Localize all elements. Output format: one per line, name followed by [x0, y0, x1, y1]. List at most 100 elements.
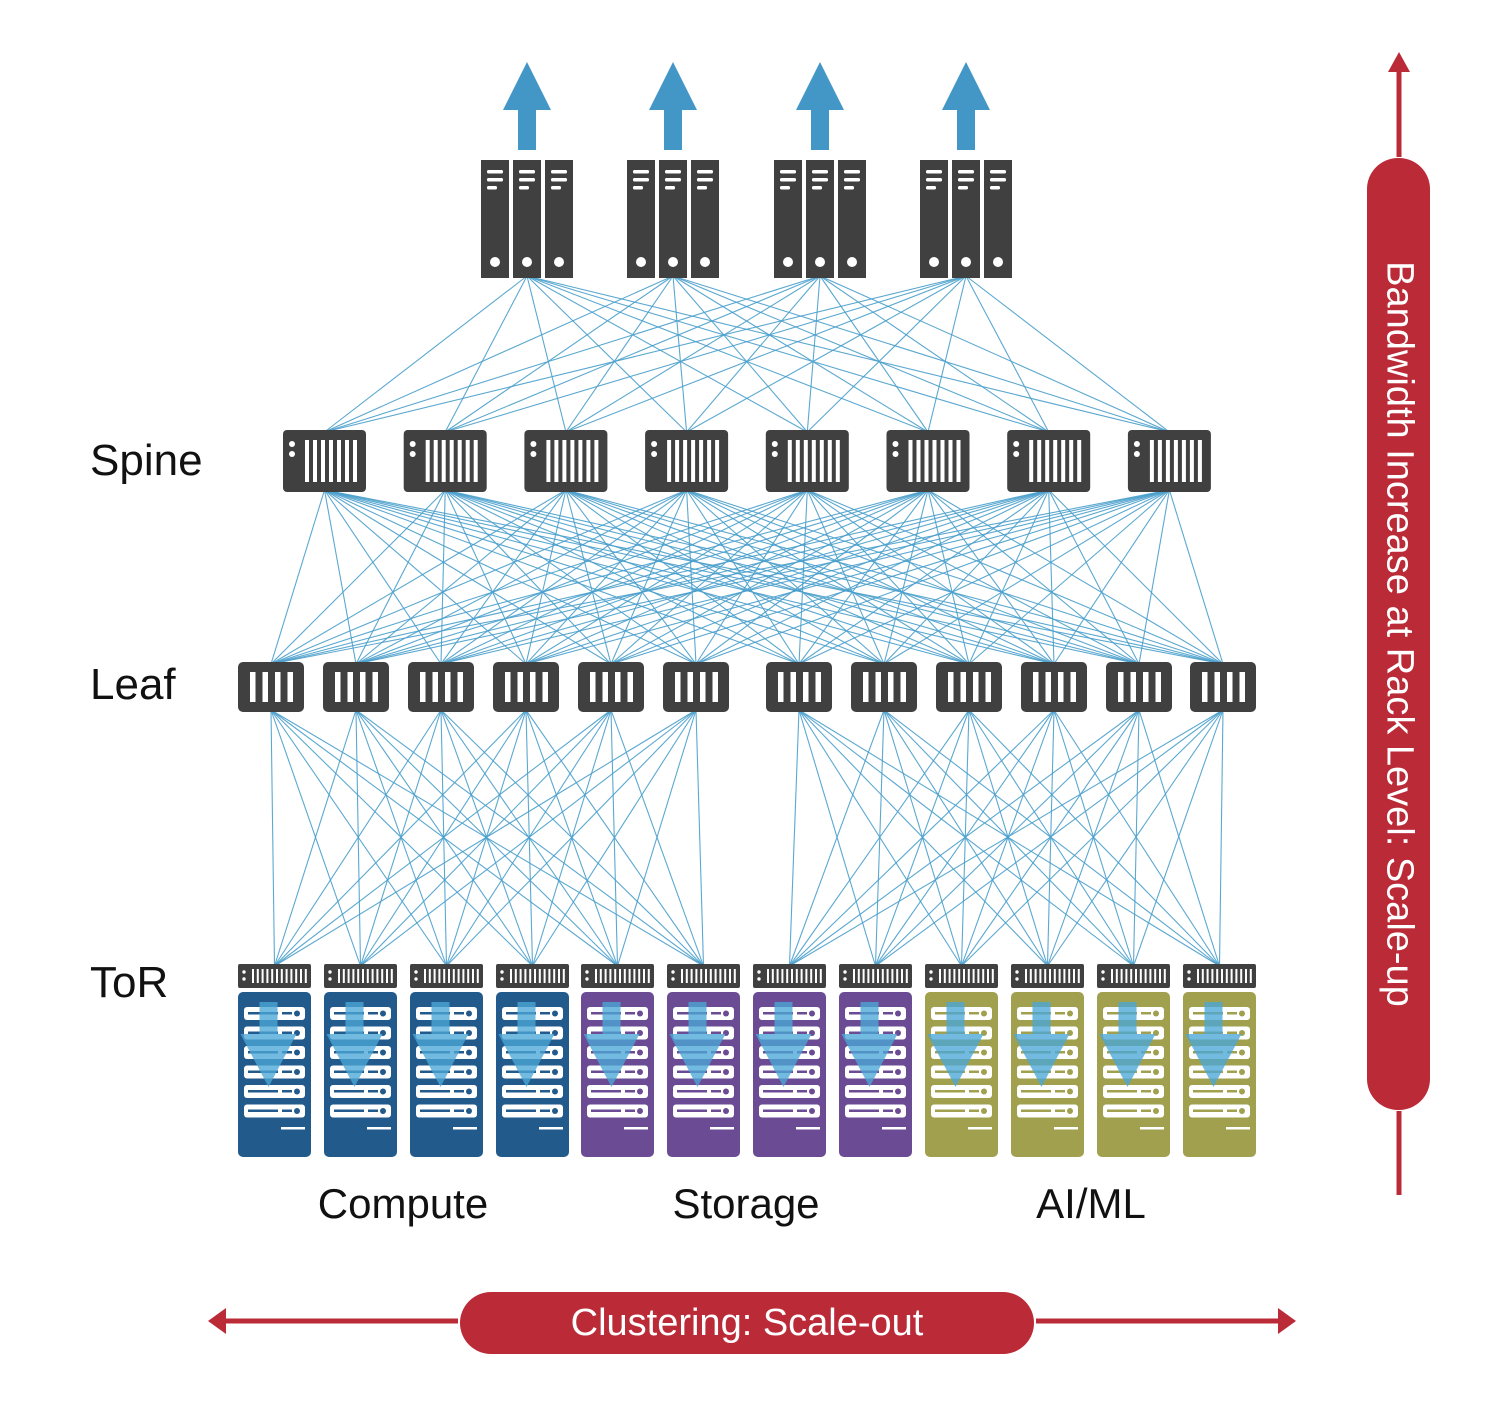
link-line [788, 709, 885, 967]
spine-switch-icon [1127, 430, 1211, 492]
uplink-arrow-icon [942, 62, 990, 150]
link-line [525, 489, 688, 665]
uplink-arrow-icon [503, 62, 551, 150]
link-line [798, 489, 1170, 665]
link-line [1132, 709, 1224, 967]
link-line [444, 489, 885, 665]
link-line [526, 275, 567, 433]
link-line [672, 275, 808, 433]
axes-layer [208, 52, 1410, 1334]
link-line [444, 489, 612, 665]
tor-switch-icon [410, 964, 483, 988]
tor-switch-icon [238, 964, 311, 988]
link-line [324, 275, 674, 433]
link-line [270, 489, 808, 665]
leaf-switch-icon [1021, 662, 1087, 712]
link-line [525, 489, 1170, 665]
link-line [610, 489, 929, 665]
link-line [789, 709, 970, 967]
server-rack [1011, 992, 1084, 1157]
link-line [883, 489, 1170, 665]
link-line [965, 275, 1170, 433]
tor-switch-icon [496, 964, 569, 988]
core-server-icon [691, 160, 719, 278]
leaf-switch-icon [1190, 662, 1256, 712]
link-line [323, 489, 357, 665]
link-line [788, 709, 800, 967]
core-server-icon [952, 160, 980, 278]
down-arrow-icon [669, 1002, 726, 1087]
link-line [798, 489, 929, 665]
link-line [672, 275, 929, 433]
link-line [686, 489, 1055, 665]
link-line [445, 489, 970, 665]
link-line [525, 489, 808, 665]
link-line [565, 275, 967, 433]
link-line [324, 489, 885, 665]
core-switch-group [774, 62, 866, 278]
tor-switch-icon [925, 964, 998, 988]
link-line [789, 709, 1140, 967]
link-line [526, 275, 1170, 433]
link-line [616, 709, 697, 967]
link-line [270, 489, 1170, 665]
link-line [695, 489, 1170, 665]
link-line [965, 275, 1050, 433]
server-rack [324, 992, 397, 1157]
link-line [565, 489, 885, 665]
link-line [565, 489, 612, 665]
link-line [1218, 709, 1224, 967]
spine-switch-icon [1007, 430, 1091, 492]
down-arrow-icon [583, 1002, 640, 1087]
link-line [274, 709, 612, 967]
link-line [270, 489, 929, 665]
server-rack [581, 992, 654, 1157]
link-line [565, 275, 821, 433]
leaf-switch-icon [936, 662, 1002, 712]
link-line [525, 489, 1049, 665]
link-line [355, 489, 929, 665]
server-rack [753, 992, 826, 1157]
link-line [444, 489, 800, 665]
link-line [968, 489, 1170, 665]
link-line [610, 489, 688, 665]
link-line [819, 275, 1050, 433]
server-rack [238, 992, 311, 1157]
link-line [446, 709, 697, 967]
link-line [1168, 489, 1224, 665]
link-line [270, 489, 687, 665]
link-line [440, 489, 1049, 665]
link-line [444, 275, 674, 433]
link-line [526, 275, 687, 433]
link-line [440, 489, 929, 665]
server-rack [839, 992, 912, 1157]
link-line [927, 275, 967, 433]
link-line [445, 489, 1055, 665]
link-line [324, 275, 821, 433]
link-line [961, 709, 1224, 967]
core-server-icon [627, 160, 655, 278]
leaf-switch-icon [1106, 662, 1172, 712]
leaf-switch-icon [493, 662, 559, 712]
link-line [686, 275, 821, 433]
server-rack [925, 992, 998, 1157]
link-line [526, 275, 808, 433]
core-server-icon [481, 160, 509, 278]
link-line [440, 489, 687, 665]
arrow-left-icon [208, 1308, 226, 1334]
link-line [565, 489, 1055, 665]
arrow-up-icon [1388, 52, 1410, 72]
link-line [1047, 709, 1224, 967]
link-line [875, 709, 1224, 967]
spine-switch-icon [283, 430, 366, 492]
core-server-icon [774, 160, 802, 278]
link-line [355, 489, 1049, 665]
link-line [445, 275, 967, 433]
link-line [355, 489, 1170, 665]
link-line [355, 489, 567, 665]
link-line [1132, 709, 1140, 967]
leaf-switch-icon [766, 662, 832, 712]
link-line [440, 489, 446, 665]
link-line [444, 489, 697, 665]
